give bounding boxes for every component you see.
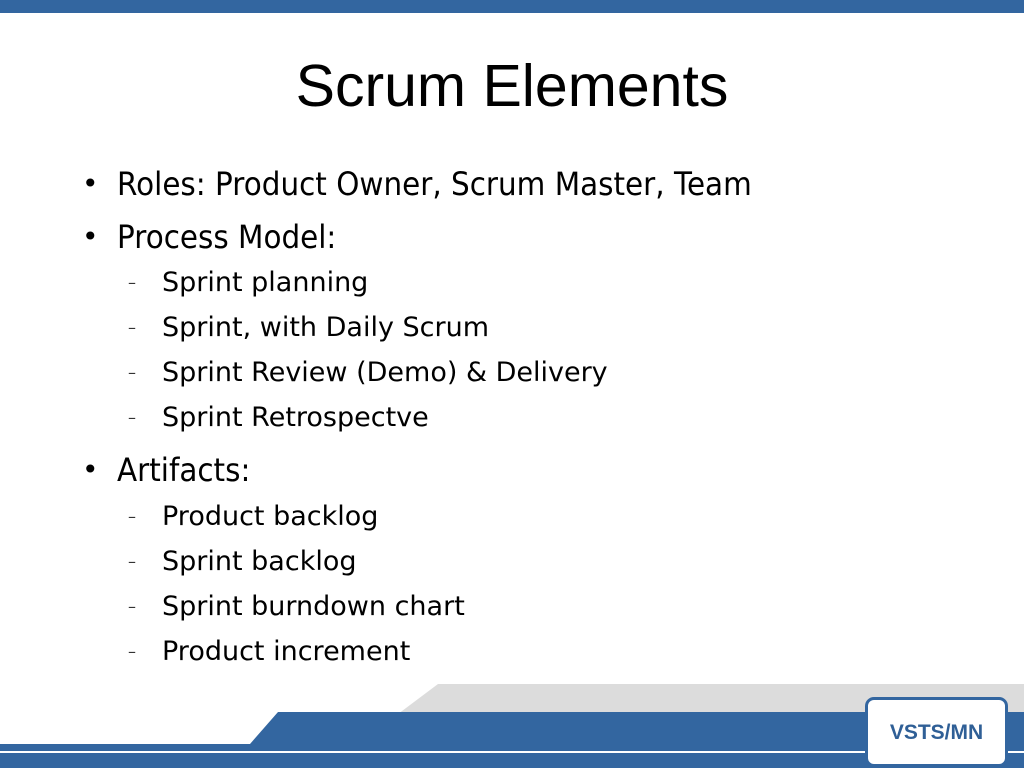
dash-marker: – xyxy=(128,363,136,382)
dash-marker: – xyxy=(128,642,136,661)
bullet-text: Roles: Product Owner, Scrum Master, Team xyxy=(117,165,752,203)
dash-marker: – xyxy=(128,597,136,616)
sub-item-text: Sprint planning xyxy=(162,267,369,298)
bullet-marker: • xyxy=(82,167,99,200)
sub-item-text: Product backlog xyxy=(162,501,379,532)
sub-item-text: Sprint Retrospectve xyxy=(162,402,429,433)
sub-item-text: Sprint, with Daily Scrum xyxy=(162,312,490,343)
bullet-text: Artifacts: xyxy=(117,451,251,489)
dash-marker: – xyxy=(128,507,136,526)
bullet-text: Process Model: xyxy=(117,218,337,256)
dash-marker: – xyxy=(128,552,136,571)
vsts-logo: VSTS/MN xyxy=(865,697,1008,767)
bullet-marker: • xyxy=(82,453,99,486)
top-accent-bar xyxy=(0,0,1024,13)
logo-text: VSTS/MN xyxy=(889,721,984,744)
sub-item-text: Sprint burndown chart xyxy=(162,591,465,622)
dash-marker: – xyxy=(128,318,136,337)
sub-item-text: Sprint backlog xyxy=(162,546,357,577)
dash-marker: – xyxy=(128,273,136,292)
bullet-marker: • xyxy=(82,220,99,253)
dash-marker: – xyxy=(128,408,136,427)
sub-item-text: Sprint Review (Demo) & Delivery xyxy=(162,357,608,388)
sub-item-text: Product increment xyxy=(162,636,411,667)
slide-title: Scrum Elements xyxy=(295,53,729,119)
